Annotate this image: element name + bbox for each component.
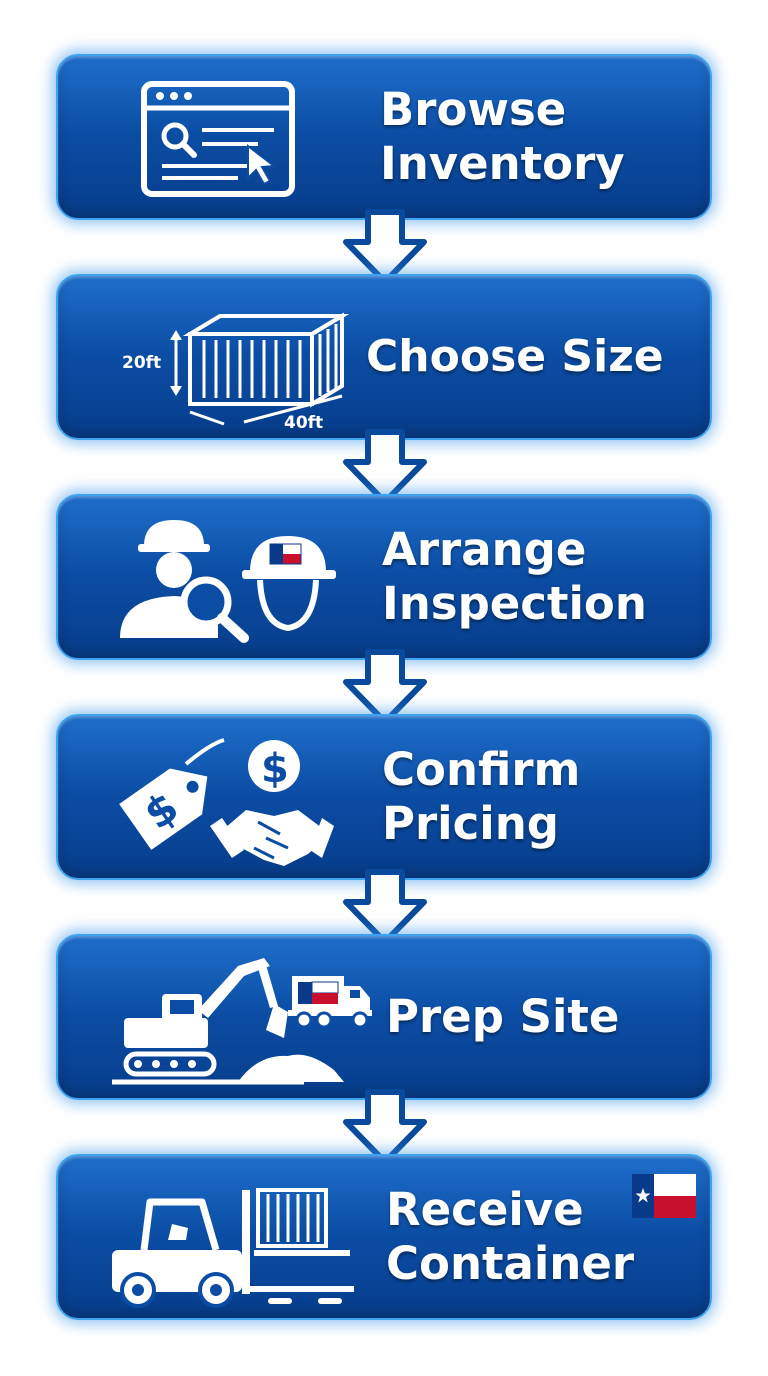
step-label: Receive Container <box>386 1156 634 1318</box>
length-dimension-label: 40ft <box>284 413 323 432</box>
step-prep-site: Prep Site <box>56 934 712 1100</box>
step-receive-container: Receive Container <box>56 1154 712 1320</box>
step-title-line-2: Inventory <box>380 137 625 190</box>
truck-icon <box>288 976 372 1029</box>
texas-flag-icon <box>269 543 302 565</box>
step-label: Arrange Inspection <box>382 496 647 658</box>
excavator-truck-icon <box>112 958 372 1085</box>
step-title-line-1: Choose Size <box>366 331 664 382</box>
down-arrow-icon <box>343 209 427 285</box>
shipping-container-icon: 20ft 40ft <box>122 312 350 432</box>
step-title-line-2: Inspection <box>382 577 647 630</box>
svg-text:$: $ <box>261 746 289 792</box>
step-choose-size: 20ft 40ft Choose Size <box>56 274 712 440</box>
step-confirm-pricing: $ $ Confirm Pricing <box>56 714 712 880</box>
step-label: Prep Site <box>386 936 619 1098</box>
step-title-line-1: Receive <box>386 1183 584 1236</box>
down-arrow-icon <box>343 869 427 945</box>
step-label: Choose Size <box>366 276 664 438</box>
down-arrow-icon <box>343 649 427 725</box>
step-title-line-1: Arrange <box>382 523 587 576</box>
price-tag-handshake-icon: $ $ <box>119 738 334 866</box>
step-browse-inventory: Browse Inventory <box>56 54 712 220</box>
browser-search-icon <box>141 81 295 197</box>
step-label: Confirm Pricing <box>382 716 580 878</box>
down-arrow-icon <box>343 429 427 505</box>
step-title-line-1: Prep Site <box>386 990 620 1043</box>
step-title-line-1: Confirm <box>382 743 581 796</box>
step-arrange-inspection: Arrange Inspection <box>56 494 712 660</box>
step-title-line-1: Browse <box>380 83 567 136</box>
down-arrow-icon <box>343 1089 427 1165</box>
height-dimension-label: 20ft <box>122 353 161 373</box>
inspector-icon <box>120 520 336 643</box>
step-title-line-2: Pricing <box>382 797 559 850</box>
forklift-container-icon <box>112 1188 354 1308</box>
step-label: Browse Inventory <box>380 56 625 218</box>
step-title-line-2: Container <box>386 1237 635 1290</box>
texas-flag-icon <box>632 1174 696 1218</box>
